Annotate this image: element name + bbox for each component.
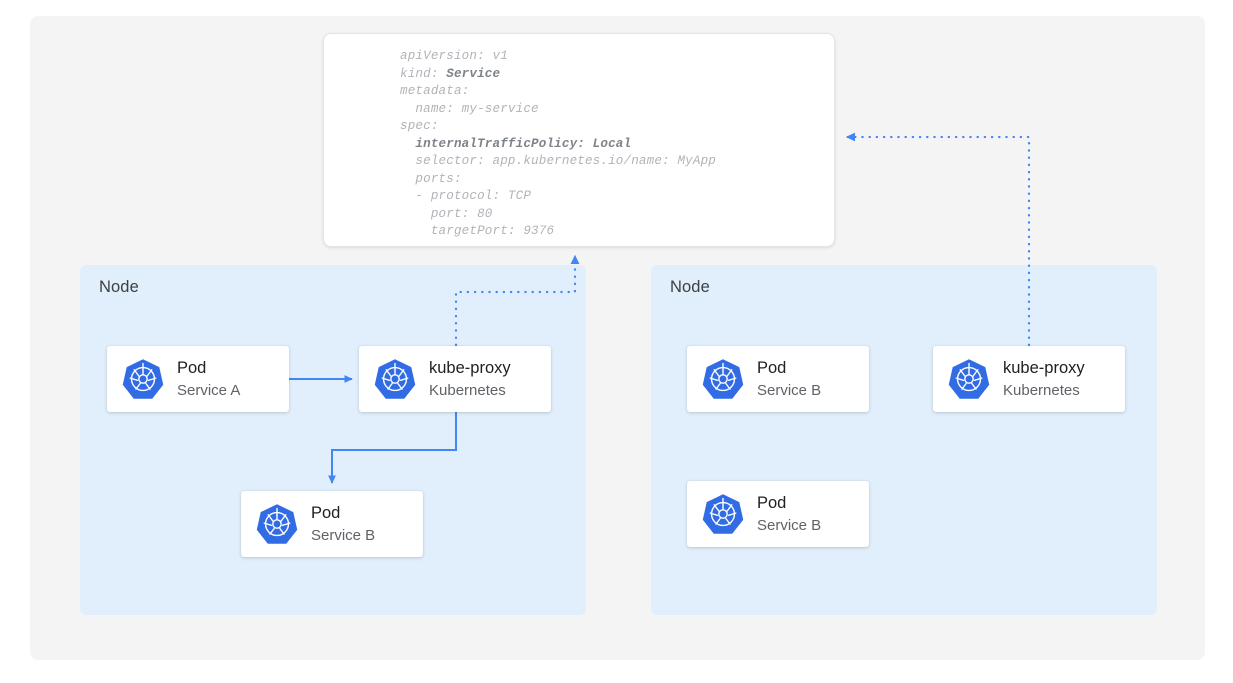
card-title: Pod — [757, 359, 787, 378]
card-title: kube-proxy — [1003, 359, 1085, 378]
kubernetes-icon — [121, 357, 165, 401]
manifest-line: kind: Service — [400, 66, 501, 81]
card-title: Pod — [311, 504, 341, 523]
card-title: Pod — [177, 359, 207, 378]
kubernetes-icon — [255, 502, 299, 546]
card-title: kube-proxy — [429, 359, 511, 378]
card-subtitle: Kubernetes — [1003, 381, 1080, 399]
kubernetes-icon — [947, 357, 991, 401]
manifest-line: port: 80 — [400, 206, 493, 221]
card-kube-proxy-right[interactable]: kube-proxy Kubernetes — [933, 346, 1125, 412]
manifest-line: selector: app.kubernetes.io/name: MyApp — [400, 154, 717, 169]
card-pod-service-b-left[interactable]: Pod Service B — [241, 491, 423, 557]
card-kube-proxy-left[interactable]: kube-proxy Kubernetes — [359, 346, 551, 412]
card-subtitle: Service B — [757, 381, 822, 399]
kubernetes-icon — [701, 492, 745, 536]
service-manifest-code: apiVersion: v1 kind: Service metadata: n… — [400, 48, 716, 241]
manifest-line: spec: — [400, 119, 439, 134]
card-text: kube-proxy Kubernetes — [429, 360, 511, 398]
node-label-left: Node — [99, 278, 139, 296]
manifest-line: metadata: — [400, 84, 470, 99]
manifest-line: - protocol: TCP — [400, 189, 532, 204]
card-text: Pod Service B — [311, 505, 375, 543]
manifest-line: ports: — [400, 171, 462, 186]
manifest-line: apiVersion: v1 — [400, 49, 508, 63]
card-text: Pod Service B — [757, 495, 821, 533]
kubernetes-icon — [701, 357, 745, 401]
card-subtitle: Service A — [177, 381, 241, 399]
manifest-line: internalTrafficPolicy: Local — [400, 136, 632, 151]
card-text: Pod Service A — [177, 360, 240, 398]
manifest-line: name: my-service — [400, 101, 539, 116]
kubernetes-icon — [373, 357, 417, 401]
card-pod-service-b-right-top[interactable]: Pod Service B — [687, 346, 869, 412]
manifest-line: targetPort: 9376 — [400, 224, 555, 239]
card-subtitle: Service B — [757, 516, 822, 534]
service-manifest-card: apiVersion: v1 kind: Service metadata: n… — [323, 33, 835, 247]
card-pod-service-a[interactable]: Pod Service A — [107, 346, 289, 412]
card-subtitle: Kubernetes — [429, 381, 506, 399]
node-label-right: Node — [670, 278, 710, 296]
card-pod-service-b-right-bottom[interactable]: Pod Service B — [687, 481, 869, 547]
card-text: kube-proxy Kubernetes — [1003, 360, 1085, 398]
card-subtitle: Service B — [311, 526, 376, 544]
node-panel-right: Node — [651, 265, 1157, 615]
card-text: Pod Service B — [757, 360, 821, 398]
node-panel-left: Node — [80, 265, 586, 615]
card-title: Pod — [757, 494, 787, 513]
